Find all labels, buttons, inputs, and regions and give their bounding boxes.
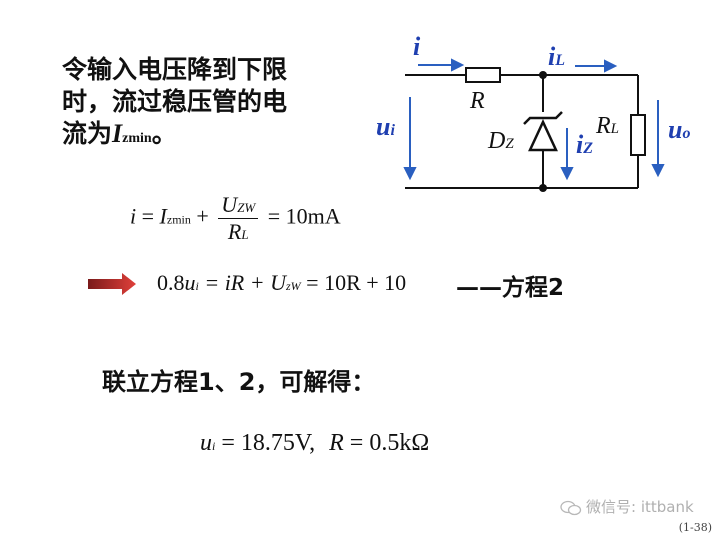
eq1-num-sub: ZW [237,200,256,215]
wechat-icon [560,500,582,515]
eq1-numerator: UZW [218,192,259,219]
intro-line-1: 令输入电压降到下限 [62,55,288,84]
eq1-plus: + [196,203,209,229]
eq1-den-sub: L [241,227,249,242]
label-rl-main: R [596,113,611,139]
watermark-text: 微信号: ittbank [586,498,694,516]
eq1-I-sub: zmin [166,212,191,227]
label-uo-sub: o [682,125,691,142]
intro-paragraph: 令输入电压降到下限 时，流过稳压管的电 流为Izmin。 [62,54,332,155]
label-iz-main: i [576,130,584,159]
arrow-uo-head [651,164,665,178]
label-uo: uo [668,115,690,145]
eq2-label: ——方程2 [456,275,565,301]
eq2-mid: = iR + U [204,270,286,295]
label-il-main: i [548,42,556,71]
label-rl: RL [596,113,619,140]
eq2-rhs: = 10R + 10 [306,270,407,295]
label-dz-main: D [488,128,506,154]
wechat-watermark: 微信号: ittbank [560,496,694,517]
zener-diode-bar [523,111,563,125]
eq2-U-sub: zW [285,279,301,293]
intro-line-3-suffix: 。 [151,119,177,148]
equation-2: 0.8ui = iR + UzW = 10R + 10 [157,270,406,296]
arrow-ui-head [403,167,417,181]
result-R: R [329,430,344,456]
label-rl-sub: L [610,121,620,137]
label-il: iL [548,42,565,72]
label-r: R [470,88,485,114]
resistor-rl [630,114,646,156]
intro-var-I: I [112,119,123,148]
red-arrow-icon [88,273,136,295]
eq2-coef: 0.8 [157,270,185,295]
intro-line-2: 时，流过稳压管的电 [62,87,288,116]
label-dz-sub: Z [505,136,514,152]
eq1-rhs: = 10mA [267,203,341,229]
label-il-sub: L [555,52,566,69]
resistor-r [465,67,501,83]
eq1-lhs: i [130,203,137,229]
arrow-iz-head [560,167,574,181]
eq1-fraction: UZW RL [218,192,259,245]
label-ui-sub: i [390,122,395,139]
eq1-num-U: U [221,192,238,217]
eq1-I: I [159,203,167,229]
label-iz-sub: Z [583,140,594,157]
eq2-u: u [184,270,196,295]
result-u-sub: i [212,439,216,453]
label-iz: iZ [576,130,593,160]
node-top [539,71,547,79]
node-bottom [539,184,547,192]
label-uo-main: u [668,115,683,144]
result-u: u [200,430,212,456]
label-dz: DZ [488,128,514,155]
eq2-u-sub: i [195,279,199,293]
arrow-i-head [451,58,465,72]
eq1-denominator: RL [218,219,258,245]
solve-text: 联立方程1、2，可解得： [102,368,376,396]
zener-diode-triangle [528,119,558,152]
label-i: i [413,32,421,61]
label-ui: ui [376,112,395,142]
result-val2: = 0.5kΩ [349,430,430,456]
arrow-il-head [604,59,618,73]
label-ui-main: u [376,112,391,141]
result-val1: = 18.75V, [221,430,316,456]
result-equation: ui = 18.75V, R = 0.5kΩ [200,430,429,457]
page-number: (1-38) [678,521,712,534]
intro-line-3: 流为Izmin。 [62,118,332,155]
eq1-equals: = [141,203,155,229]
equation-1: i = Izmin + UZW RL = 10mA [130,192,341,245]
intro-line-3-prefix: 流为 [62,119,113,148]
eq1-den-R: R [227,219,242,244]
intro-var-sub: zmin [122,131,152,146]
